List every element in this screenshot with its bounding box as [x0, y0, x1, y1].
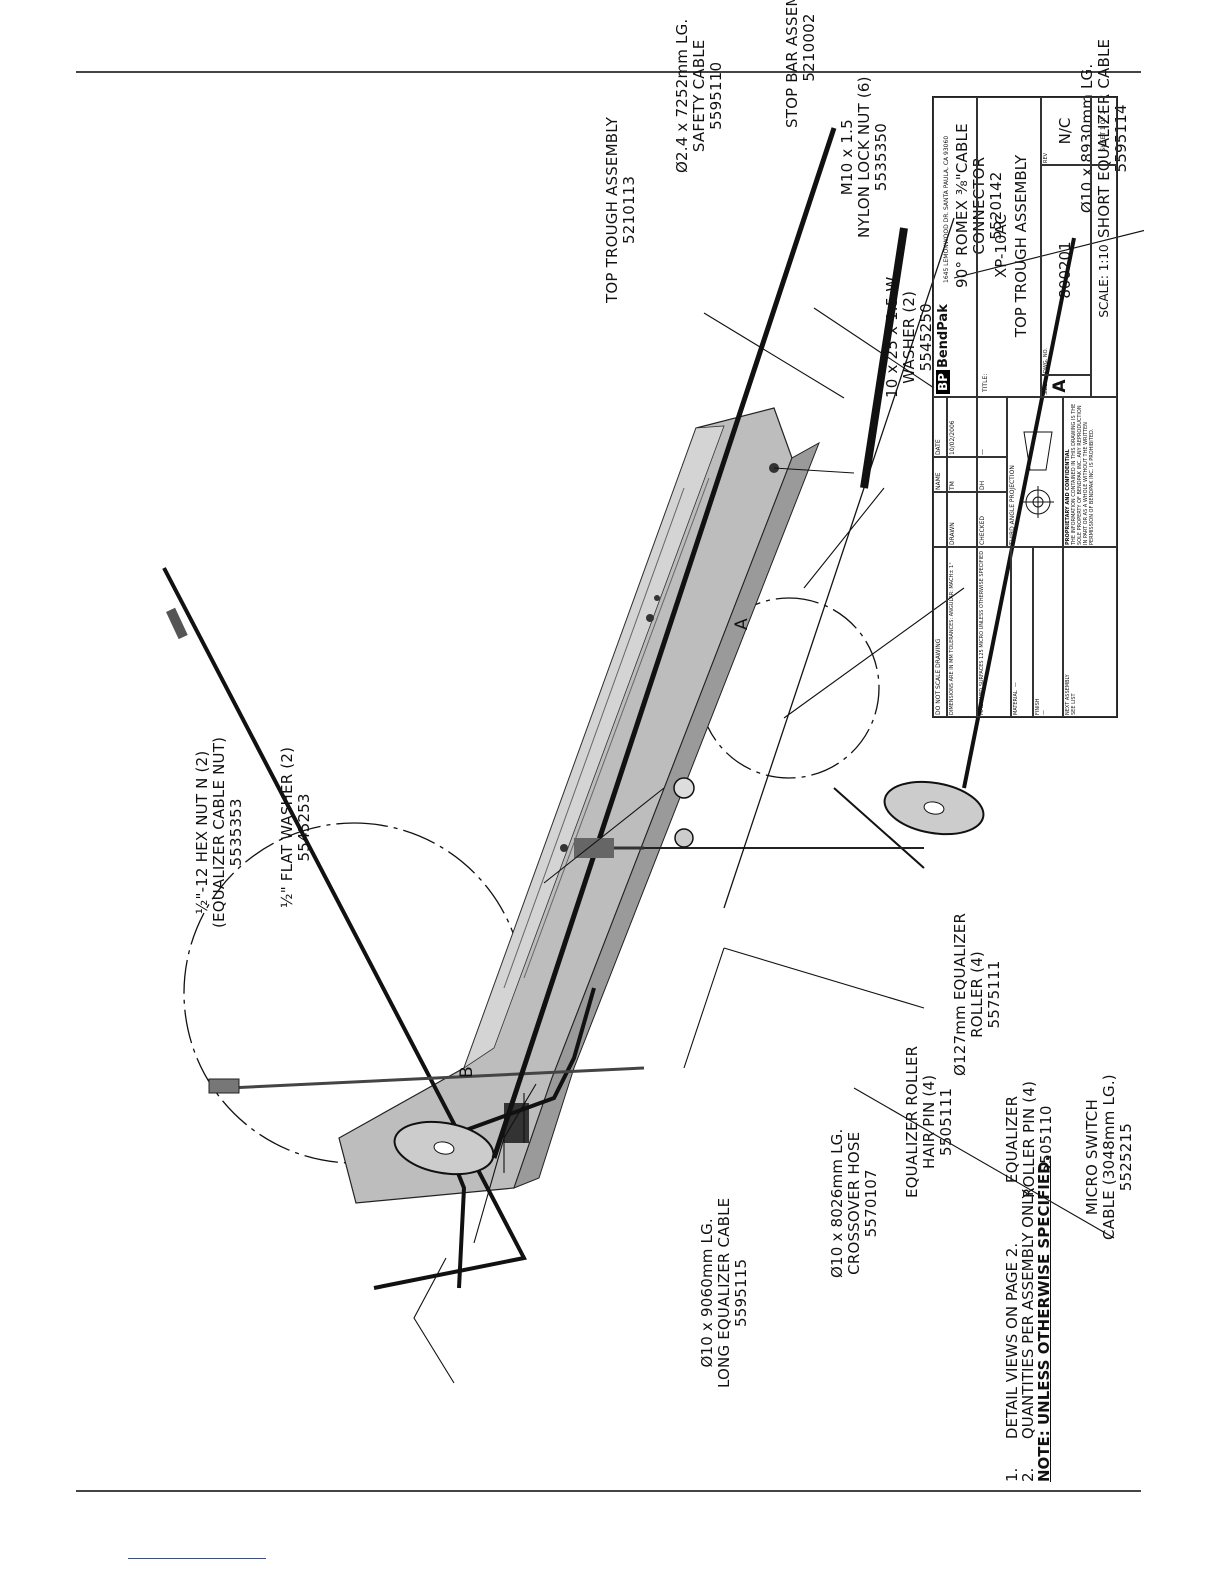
name-hdr: NAME: [933, 457, 947, 492]
note-1: 1. DETAIL VIEWS ON PAGE 2.: [1003, 1242, 1021, 1482]
title-block: DO NOT SCALE DRAWING DIMENSIONS ARE IN M…: [932, 96, 1118, 718]
top-trough-body: [338, 407, 820, 1204]
upper-equalizer-roller: [883, 780, 985, 836]
note-2: 2. QUANTITIES PER ASSEMBLY ONLY.: [1019, 1187, 1037, 1482]
stop-bar: [860, 227, 908, 489]
size-cell: SIZE A: [1041, 375, 1091, 397]
material-cell: MATERIAL —: [1011, 547, 1033, 717]
company-address: 1645 LEMONWOOD DR. SANTA PAULA, CA 93060: [943, 135, 950, 283]
finish-spec-cell: FINISH—: [1033, 547, 1063, 717]
projection-cell: THIRD ANGLE PROJECTION: [1007, 397, 1063, 547]
label-hex-nut: ½"-12 HEX NUT N (2)(EQUALIZER CABLE NUT)…: [193, 736, 245, 928]
dwg-no-cell: DWG. NO. 800201: [1041, 165, 1091, 375]
drawing-title-name: TOP TROUGH ASSEMBLY: [1012, 154, 1030, 338]
footer-link-underline: [128, 1558, 266, 1559]
safety-cable: [723, 217, 955, 909]
blank-hdr: [933, 492, 947, 547]
scale-cell: SCALE: 1:10: [1091, 165, 1117, 397]
note-header: NOTE: UNLESS OTHERWISE SPECIFIED.: [1035, 1155, 1053, 1482]
company-cell: BPBendPak 1645 LEMONWOOD DR. SANTA PAULA…: [933, 97, 977, 397]
logo-mark-icon: BP: [936, 370, 950, 394]
rev-value: N/C: [1056, 117, 1074, 145]
title-cell: TITLE: XP-10AC TOP TROUGH ASSEMBLY: [977, 97, 1041, 397]
checked-name: DH: [977, 457, 1007, 492]
rev-cell: REV N/C: [1041, 97, 1091, 165]
checked-label: CHECKED: [977, 492, 1007, 547]
do-not-scale-cell: DO NOT SCALE DRAWING: [933, 547, 947, 717]
top-rule: [76, 71, 1141, 73]
finish-cell: MACHINED SURFACES 125 MICRO UNLESS OTHER…: [977, 547, 1011, 717]
checked-date: —: [977, 397, 1007, 457]
dwg-no-value: 800201: [1056, 241, 1074, 299]
projection-symbol-icon: [1022, 431, 1054, 518]
flat-washer-part: [673, 777, 695, 799]
drawn-label: DRAWN: [947, 492, 977, 547]
date-hdr: DATE: [933, 397, 947, 457]
hex-nut-part: [674, 828, 694, 848]
micro-switch-cable: [441, 987, 596, 1289]
label-detail-a: A: [732, 618, 752, 630]
label-flat-washer: ½" FLAT WASHER (2)5545253: [278, 746, 313, 908]
tolerances-cell: DIMENSIONS ARE IN MM TOLERANCES: ANGULAR…: [947, 547, 977, 717]
sheet-cell: SHEET 1 OF 2: [1091, 97, 1117, 165]
size-label: SIZE: [1043, 383, 1049, 395]
dwg-no-label: DWG. NO.: [1043, 348, 1049, 373]
bendpak-logo: BPBendPak: [936, 304, 951, 394]
general-notes: 1. DETAIL VIEWS ON PAGE 2. 2. QUANTITIES…: [1003, 1155, 1053, 1482]
drawing-title-model: XP-10AC: [992, 214, 1010, 278]
long-equalizer-cable: [162, 567, 528, 1290]
title-label: TITLE:: [982, 373, 989, 392]
label-detail-b: B: [457, 1066, 477, 1078]
bottom-rule: [76, 1490, 1141, 1492]
rev-label: REV: [1043, 152, 1049, 163]
size-value: A: [1050, 379, 1070, 393]
drawn-date: 10/02/2006: [947, 397, 977, 457]
crossover-hose: [228, 1066, 645, 1090]
drawn-name: TM: [947, 457, 977, 492]
exploded-assembly-diagram: [162, 127, 1144, 1384]
